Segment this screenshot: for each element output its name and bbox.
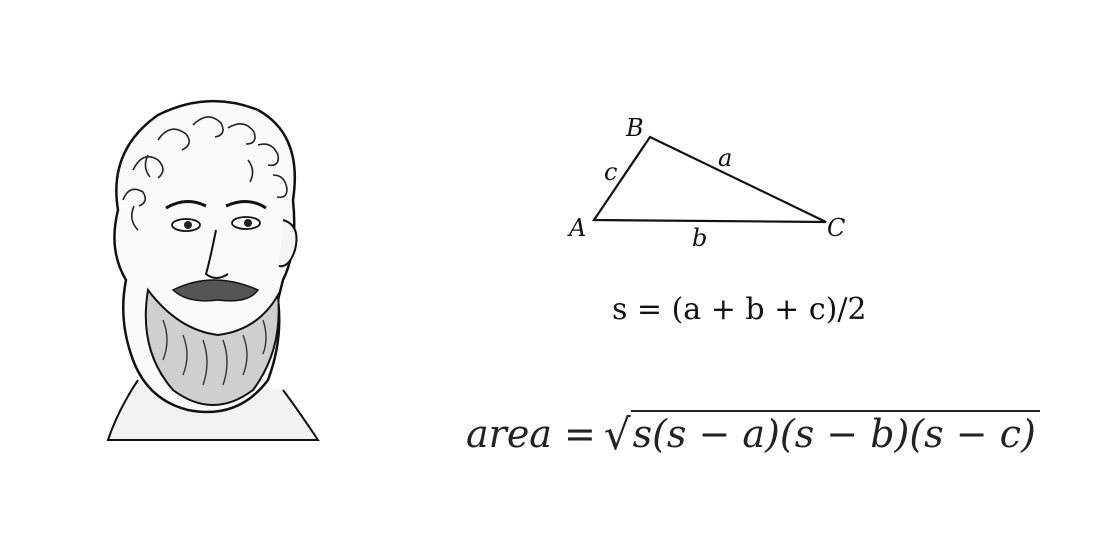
vertex-label-c: C [827, 214, 845, 242]
area-formula: area=√s(s − a)(s − b)(s − c) [466, 408, 1040, 459]
radical-sign: √ [603, 410, 631, 459]
side-label-a: a [718, 144, 732, 172]
vertex-label-a: A [567, 214, 586, 242]
radicand: s(s − a)(s − b)(s − c) [630, 410, 1040, 456]
vertex-label-b: B [625, 114, 644, 142]
side-label-b: b [692, 224, 707, 252]
triangle-diagram: A B C a b c [567, 114, 845, 252]
semi-perimeter-formula: s = (a + b + c)/2 [612, 292, 867, 327]
heron-portrait [106, 99, 320, 441]
radical: √s(s − a)(s − b)(s − c) [603, 408, 1040, 459]
area-word: area [466, 412, 552, 456]
triangle-shape [591, 135, 827, 224]
area-equals: = [563, 412, 596, 456]
side-label-c: c [604, 158, 617, 186]
